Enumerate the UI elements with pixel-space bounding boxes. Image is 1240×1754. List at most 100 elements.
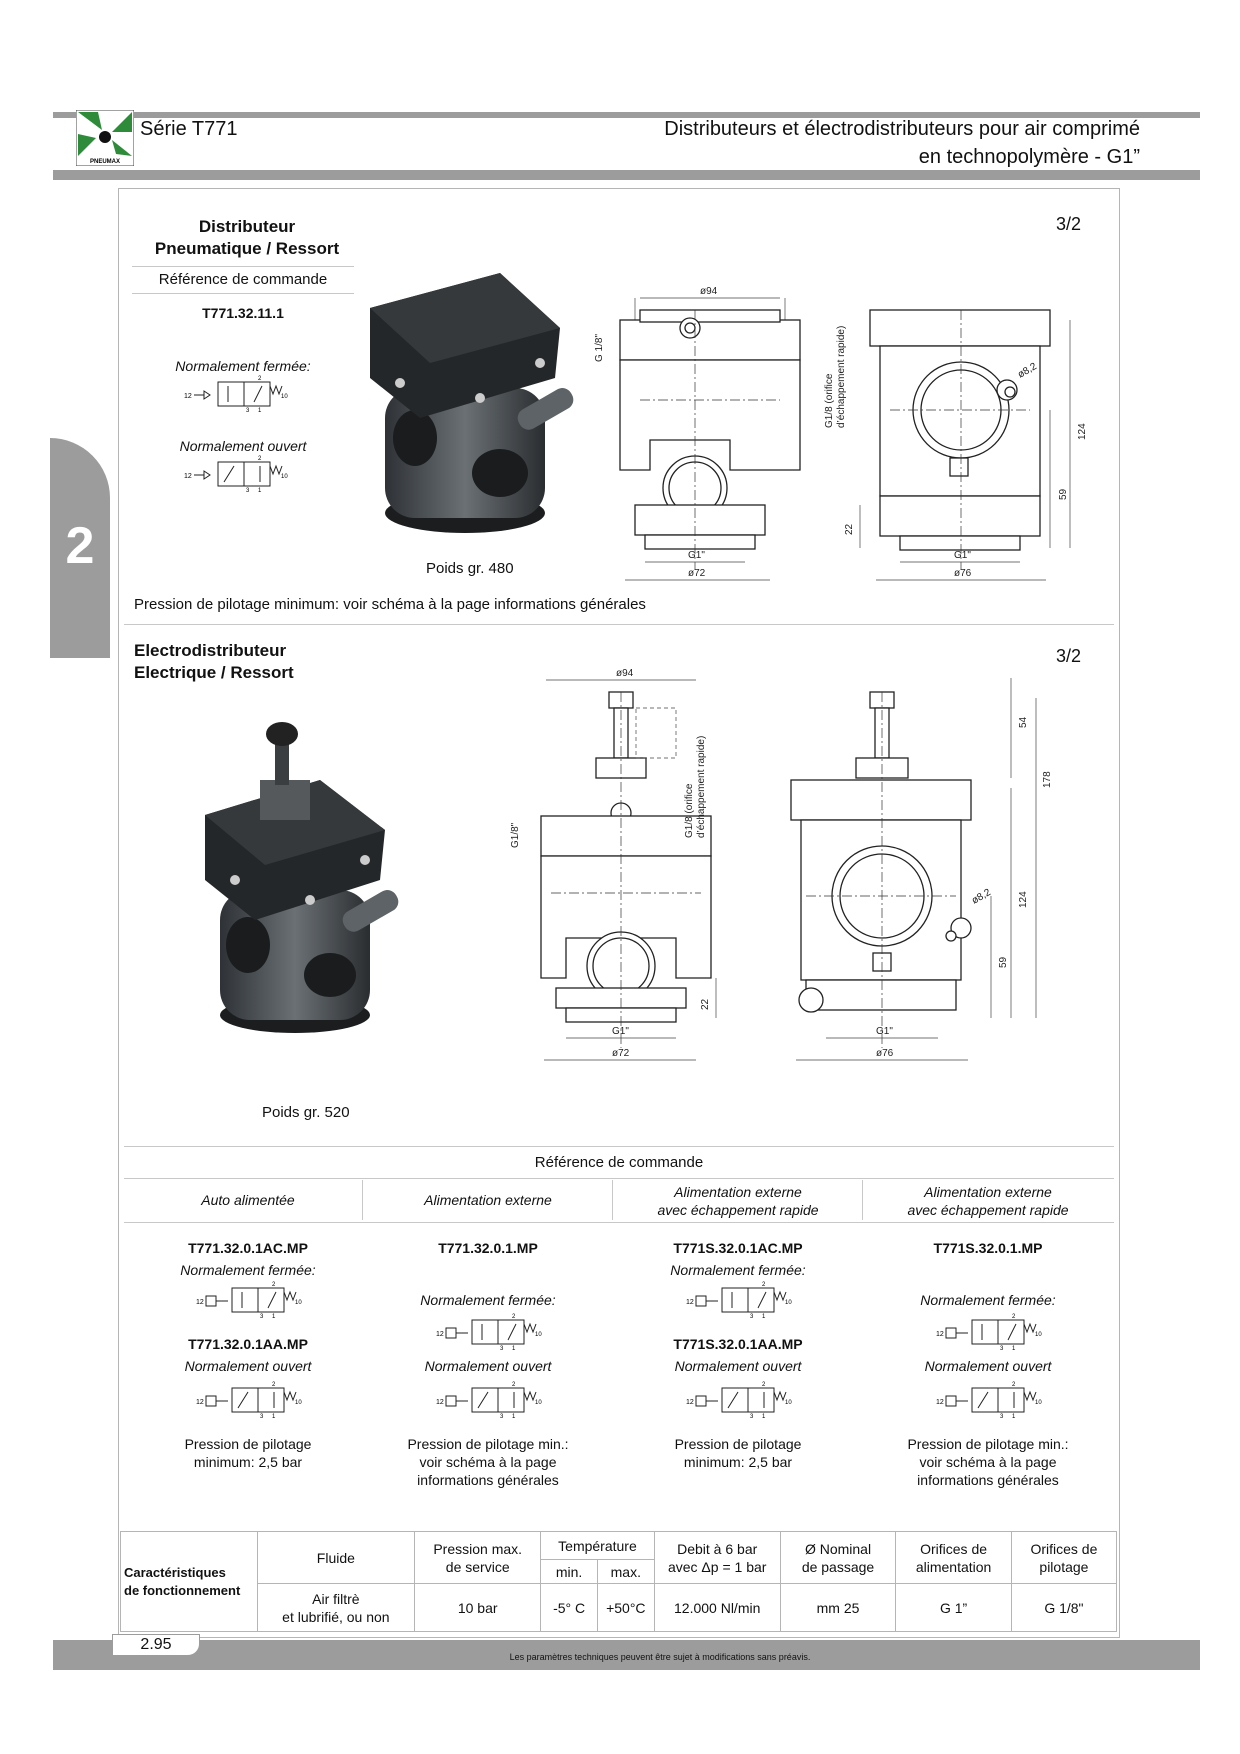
svg-text:2: 2: [258, 456, 262, 462]
col-sep: [362, 1180, 363, 1220]
nc-label: Normalement fermée:: [670, 1262, 806, 1278]
svg-text:G1": G1": [954, 550, 971, 561]
value-pilot: G 1/8": [1010, 1583, 1118, 1632]
column-header: Alimentation externe: [924, 1184, 1052, 1200]
header-temp-max: max.: [596, 1559, 655, 1584]
svg-text:178: 178: [1042, 771, 1053, 788]
nc-label: Normalement fermée:: [180, 1262, 316, 1278]
value-flow: 12.000 Nl/min: [653, 1583, 781, 1632]
footer-bar: [53, 1640, 1200, 1670]
svg-text:2: 2: [272, 1282, 276, 1288]
header-temperature: Température: [540, 1531, 655, 1560]
content-frame: [118, 188, 1120, 1638]
svg-text:G1/8": G1/8": [510, 822, 521, 848]
svg-text:12: 12: [936, 1399, 944, 1406]
svg-text:54: 54: [1018, 716, 1029, 728]
value-temp-min: -5° C: [540, 1583, 598, 1632]
characteristics-label: Caractéristiques de fonctionnement: [120, 1531, 258, 1632]
pilot-pressure-note: Pression de pilotage: [674, 1436, 802, 1452]
valve-photo-electric: [200, 720, 430, 1045]
section1-title-line1: Distributeur: [198, 217, 296, 236]
column-header: Alimentation externe: [674, 1184, 802, 1200]
column-header-line2: avec échappement rapide: [907, 1202, 1069, 1218]
col-sep: [612, 1180, 613, 1220]
svg-text:2: 2: [272, 1382, 276, 1388]
svg-text:10: 10: [295, 1300, 302, 1306]
nc-order-ref: T771.32.0.1AC.MP: [188, 1240, 308, 1256]
section2-technical-drawing: ø94 G1/8" G1" ø72 G1/8 (orifice d’échapp…: [506, 668, 1086, 1093]
svg-text:3: 3: [500, 1414, 504, 1418]
svg-text:d’échappement rapide): d’échappement rapide): [836, 326, 847, 428]
no-label: Normalement ouvert: [674, 1358, 802, 1374]
svg-text:12: 12: [184, 393, 192, 400]
svg-text:12: 12: [686, 1299, 694, 1306]
no-label: Normalement ouvert: [924, 1358, 1052, 1374]
section1-nc-symbol: 12 2 3 1 10: [180, 372, 290, 417]
svg-text:1: 1: [258, 408, 262, 412]
svg-text:3: 3: [260, 1414, 264, 1418]
svg-text:1: 1: [258, 488, 262, 492]
svg-text:1: 1: [272, 1314, 276, 1318]
section1-technical-drawing: ø94 G 1/8" G1" ø72 G1/8 (orifice d’échap…: [580, 280, 1110, 595]
svg-text:59: 59: [998, 956, 1009, 968]
pneumax-logo: PNEUMAX: [75, 109, 135, 167]
chapter-tab: [50, 438, 110, 658]
divider: [124, 1146, 1114, 1147]
svg-text:ø76: ø76: [876, 1048, 894, 1059]
nc-order-ref: T771S.32.0.1.MP: [933, 1240, 1043, 1256]
header-supply: Orifices de alimentation: [895, 1531, 1012, 1584]
valve-photo-pneumatic: [360, 268, 600, 553]
svg-text:12: 12: [196, 1399, 204, 1406]
pilot-pressure-note: informations générales: [417, 1472, 559, 1488]
svg-text:3: 3: [246, 408, 250, 412]
divider: [124, 1222, 1114, 1223]
svg-text:ø94: ø94: [616, 668, 634, 679]
svg-text:G1": G1": [612, 1026, 629, 1037]
no-order-ref: T771S.32.0.1AA.MP: [673, 1336, 803, 1352]
svg-text:G1": G1": [876, 1026, 893, 1037]
header-nominal-line1: Ø Nominal: [804, 1540, 872, 1557]
nc-order-ref: T771.32.0.1.MP: [438, 1240, 538, 1256]
svg-text:1: 1: [1012, 1414, 1016, 1418]
svg-text:2: 2: [512, 1314, 516, 1320]
svg-text:124: 124: [1077, 423, 1088, 440]
header-pressure-line1: Pression max.: [433, 1540, 523, 1557]
svg-text:12: 12: [196, 1299, 204, 1306]
header-pilot-line1: Orifices de: [1030, 1540, 1098, 1557]
header-nominal-line2: de passage: [801, 1558, 875, 1575]
pilot-pressure-note: voir schéma à la page: [419, 1454, 557, 1470]
column-header-line2: avec échappement rapide: [657, 1202, 819, 1218]
header-pilot: Orifices de pilotage: [1010, 1531, 1118, 1584]
header-nominal: Ø Nominal de passage: [779, 1531, 897, 1584]
svg-text:G1/8 (orifice: G1/8 (orifice: [684, 783, 695, 838]
section2-ratio: 3/2: [1056, 646, 1082, 666]
no-label: Normalement ouvert: [424, 1358, 552, 1374]
section1-order-ref: T771.32.11.1: [202, 305, 284, 321]
section1-weight: Poids gr. 480: [426, 560, 514, 577]
svg-text:2: 2: [258, 376, 262, 382]
value-supply: G 1”: [895, 1583, 1012, 1632]
svg-text:ø94: ø94: [700, 286, 718, 297]
section1-no-symbol: 12 2 3 1 10: [180, 452, 290, 497]
footer-note: Les paramètres techniques peuvent être s…: [509, 1652, 811, 1662]
svg-text:3: 3: [500, 1346, 504, 1350]
header-flow-line1: Debit à 6 bar: [677, 1540, 758, 1557]
svg-text:3: 3: [750, 1414, 754, 1418]
page-title-line1: Distributeurs et électrodistributeurs po…: [664, 118, 1140, 140]
pilot-pressure-note: minimum: 2,5 bar: [683, 1454, 793, 1470]
header-pilot-line2: pilotage: [1039, 1558, 1089, 1575]
section1-order-label: Référence de commande: [158, 271, 328, 288]
char-label-line2: de fonctionnement: [124, 1582, 241, 1598]
page-number: 2.95: [112, 1634, 200, 1656]
svg-text:22: 22: [700, 998, 711, 1010]
svg-text:3: 3: [246, 488, 250, 492]
svg-text:1: 1: [762, 1414, 766, 1418]
section1-no-label: Normalement ouvert: [179, 438, 307, 454]
svg-text:10: 10: [535, 1400, 542, 1406]
section-divider: [124, 624, 1114, 625]
svg-text:ø76: ø76: [954, 568, 972, 579]
no-order-ref: T771.32.0.1AA.MP: [188, 1336, 308, 1352]
svg-text:1: 1: [762, 1314, 766, 1318]
